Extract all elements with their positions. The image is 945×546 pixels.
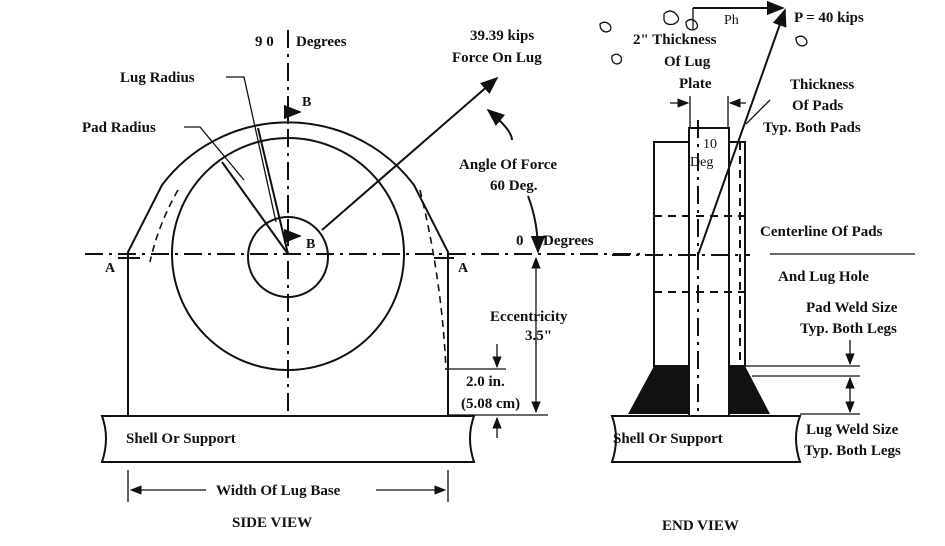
scribble-3 [599,21,612,33]
section-b-center-label: B [306,237,315,252]
pad-thickness-line3: Typ. Both Pads [763,120,861,136]
angle-10-label: Deg [690,155,713,170]
section-a-right-label: A [458,261,469,276]
width-label: Width Of Lug Base [216,483,341,499]
pad-circle [171,137,405,371]
degrees-0-label: Degrees [543,233,594,249]
lug-plate [688,127,730,417]
side-view: A A B B 9 0 Degrees Lug Radius Pad Radiu… [82,28,640,531]
weld-right [729,366,770,414]
pad-radius-leader [184,126,245,181]
angle-arc-lower [527,195,546,254]
end-view: Ph P = 40 kips 2" Thickness Of Lug Plate… [599,0,915,534]
angle-of-force-value: 60 Deg. [490,178,538,194]
shell-label-end: Shell Or Support [613,431,723,447]
degrees-0-value: 0 [516,233,524,249]
eccentricity-value: 3.5" [525,328,552,344]
degrees-90-value: 9 0 [255,34,274,50]
offset-in-label: 2.0 in. [466,374,505,390]
pad-radius-label: Pad Radius [82,120,156,136]
section-a-left-label: A [105,261,116,276]
angle-of-force-label: Angle Of Force [459,157,557,173]
lug-thickness-line3: Plate [679,76,712,92]
shell-support-side [100,415,476,463]
end-view-title: END VIEW [662,518,739,534]
side-view-title: SIDE VIEW [232,515,312,531]
scribble-2 [685,18,699,31]
lug-weld-line2: Typ. Both Legs [804,443,901,459]
degrees-90-label: Degrees [296,34,347,50]
force-label: Force On Lug [452,50,542,66]
pad-thickness-line1: Thickness [790,77,854,93]
ph-label: Ph [724,13,739,28]
eccentricity-label: Eccentricity [490,309,568,325]
shell-label-side: Shell Or Support [126,431,236,447]
shell-support-end [610,415,802,463]
offset-cm-label: (5.08 cm) [461,396,520,412]
scribble-1 [663,10,680,26]
lug-thickness-line1: 2" Thickness [633,32,717,48]
pad-thickness-line2: Of Pads [792,98,843,114]
section-b-top-mark [283,104,302,124]
lug-radius-line [257,127,289,255]
lug-radius-leader [226,76,277,223]
section-b-center-mark [283,220,302,244]
hidden-line-right [419,189,447,371]
force-arrow [321,76,499,231]
p-force-label: P = 40 kips [794,10,864,26]
centerline-line1: Centerline Of Pads [760,224,883,240]
lug-hole [247,216,329,298]
lug-radius-label: Lug Radius [120,70,195,86]
force-value: 39.39 kips [470,28,534,44]
pad-radius-line [221,161,289,255]
pad-thickness-leader [745,99,771,125]
p-force-arrow [697,8,787,256]
hidden-line-left [149,189,179,263]
scribble-4 [611,53,623,65]
section-b-top-label: B [302,95,311,110]
scribble-5 [795,35,808,47]
angle-10-value: 10 [703,137,717,152]
angle-arc-upper [486,108,513,141]
centerline-line2: And Lug Hole [778,269,869,285]
weld-left [628,366,689,414]
pad-weld-line1: Pad Weld Size [806,300,898,316]
pad-weld-line2: Typ. Both Legs [800,321,897,337]
lug-thickness-line2: Of Lug [664,54,711,70]
lug-weld-line1: Lug Weld Size [806,422,899,438]
